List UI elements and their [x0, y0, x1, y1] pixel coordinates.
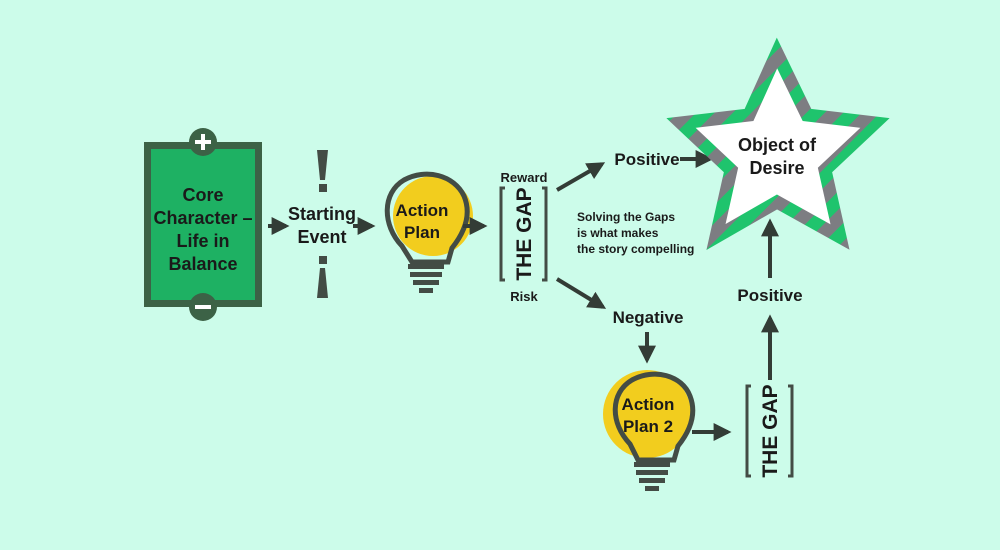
starting-event-line-1: Starting: [288, 204, 356, 224]
core-line-1: Core: [182, 185, 223, 205]
gap-bracket-1: [499, 186, 548, 282]
core-character-box: Core Character – Life in Balance: [144, 142, 262, 307]
gap-label-2: THE GAP: [759, 384, 782, 477]
object-of-desire-line-2: Desire: [749, 158, 804, 178]
arrow-gap-to-positive: [555, 162, 606, 192]
minus-icon: [189, 293, 217, 321]
positive-right-label: Positive: [737, 286, 802, 305]
negative-label: Negative: [613, 308, 684, 327]
action-plan-line-2: Plan: [404, 223, 440, 242]
risk-label: Risk: [510, 289, 538, 304]
core-line-4: Balance: [168, 254, 237, 274]
exclamation-icon: [317, 150, 328, 298]
action-plan-line-1: Action: [396, 201, 449, 220]
action-plan-2-line-1: Action: [622, 395, 675, 414]
gap-label-1: THE GAP: [513, 187, 536, 280]
lightbulb-icon: [384, 171, 473, 293]
arrow-gap-to-negative: [555, 277, 607, 309]
starting-event-line-2: Event: [297, 227, 346, 247]
lightbulb-icon-2: [603, 370, 696, 491]
solving-note-line-2: is what makes: [577, 226, 659, 240]
reward-label: Reward: [501, 170, 548, 185]
gap-bracket-2: [745, 384, 794, 478]
core-line-2: Character –: [153, 208, 252, 228]
core-line-3: Life in: [177, 231, 230, 251]
solving-note-line-1: Solving the Gaps: [577, 210, 675, 224]
action-plan-2-line-2: Plan 2: [623, 417, 673, 436]
solving-note-line-3: the story compelling: [577, 242, 694, 256]
plus-icon: [189, 128, 217, 156]
object-of-desire-line-1: Object of: [738, 135, 817, 155]
star-icon: [666, 37, 890, 250]
positive-top-label: Positive: [614, 150, 679, 169]
